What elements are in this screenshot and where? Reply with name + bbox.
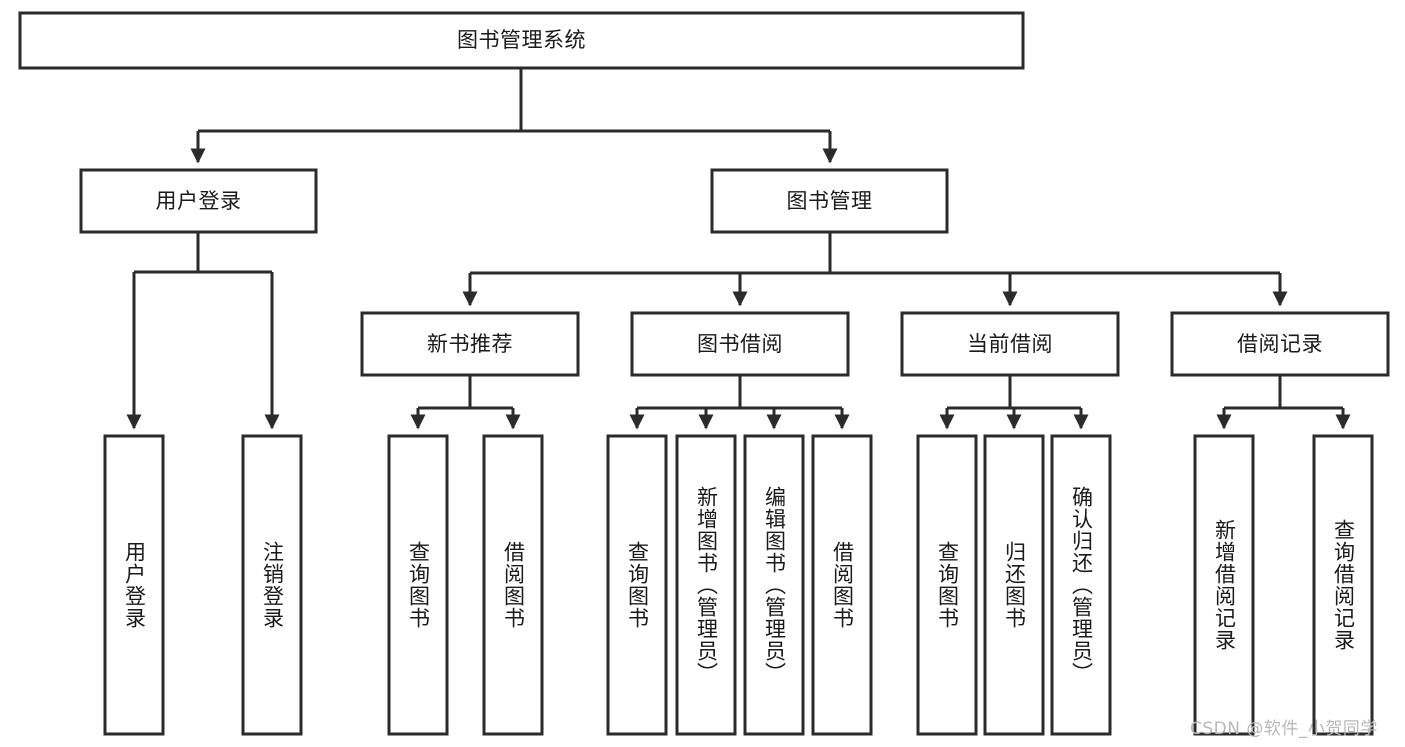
node-box-new-book-recommend[interactable]	[360, 311, 580, 377]
node-box-leaf-borrow-book-2[interactable]	[811, 434, 873, 736]
node-box-leaf-query-book-2[interactable]	[606, 434, 668, 736]
node-box-leaf-query-record[interactable]	[1312, 434, 1374, 736]
node-box-user-login[interactable]	[79, 168, 318, 234]
node-box-leaf-logout-login[interactable]	[241, 434, 303, 736]
node-box-current-borrow[interactable]	[900, 311, 1120, 377]
node-box-leaf-return-book[interactable]	[983, 434, 1045, 736]
node-box-leaf-confirm-return[interactable]	[1050, 434, 1112, 736]
node-box-leaf-edit-book[interactable]	[743, 434, 805, 736]
edges-layer	[126, 68, 1351, 430]
node-box-book-borrow[interactable]	[630, 311, 850, 377]
node-box-root[interactable]	[18, 11, 1025, 70]
node-box-leaf-query-book-1[interactable]	[387, 434, 449, 736]
node-box-leaf-add-record[interactable]	[1193, 434, 1255, 736]
node-box-borrow-record[interactable]	[1170, 311, 1390, 377]
nodes-layer	[18, 11, 1390, 736]
watermark-text: CSDN @软件_小贺同学	[1190, 719, 1378, 739]
node-box-leaf-add-book[interactable]	[675, 434, 737, 736]
node-box-leaf-borrow-book-1[interactable]	[482, 434, 544, 736]
node-box-leaf-user-login[interactable]	[103, 434, 165, 736]
node-box-leaf-query-book-3[interactable]	[916, 434, 978, 736]
node-box-book-management[interactable]	[710, 168, 949, 234]
